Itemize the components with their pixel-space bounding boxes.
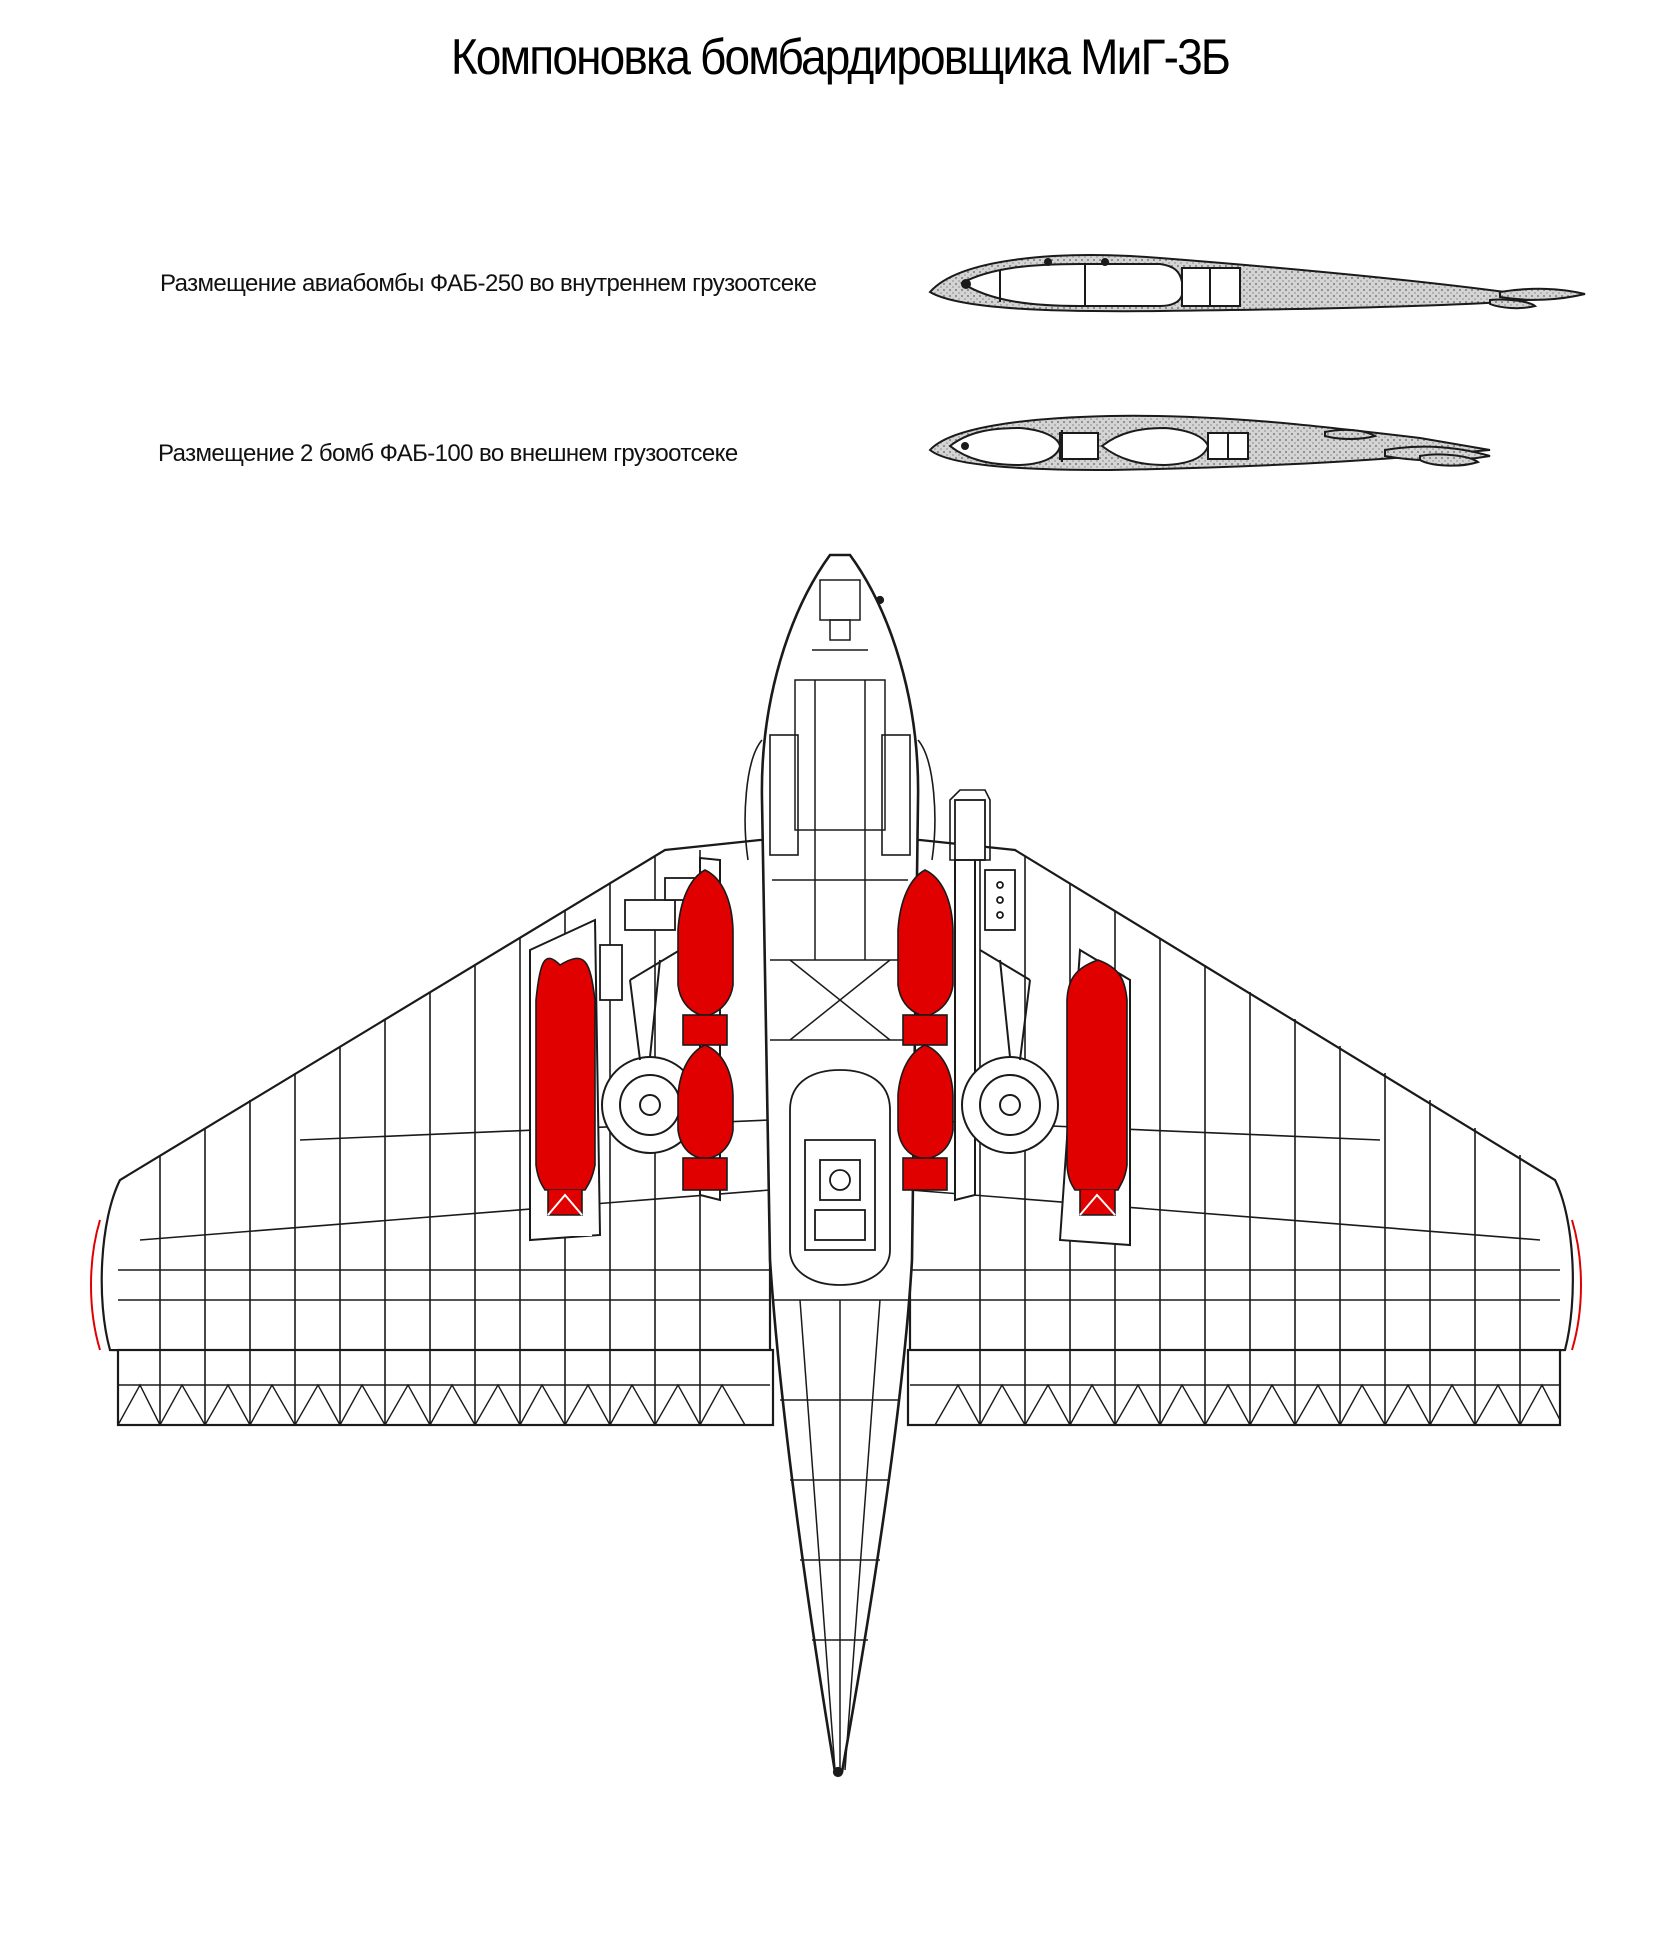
caption-internal-bay: Размещение авиабомбы ФАБ-250 во внутренн… [160,270,817,297]
fuselage [744,553,991,1774]
caption-external-bay: Размещение 2 бомб ФАБ-100 во внешнем гру… [158,440,738,467]
tail-marker [832,1766,844,1778]
bomb-fab250-left [535,957,596,1236]
bomb-fab100-left-rear [677,1044,734,1191]
flap-bracing-left [117,1383,770,1427]
diagram-title: Компоновка бомбардировщика МиГ-3Б [450,29,1231,85]
bomb-fab250-right [1066,959,1128,1236]
side-profile-external-bay [928,414,1491,472]
bomb-fab100-right-front [897,869,954,1046]
landing-gear-right [961,949,1059,1154]
bombs [535,869,1128,1236]
equipment-boxes [599,799,1016,1001]
pitot-marker [875,595,885,605]
plan-view [90,553,1582,1778]
bomb-fab100-right-rear [897,1044,954,1191]
side-profile-internal-bay [928,254,1586,313]
flap-bracing-right [910,1383,1561,1427]
bomb-fab100-left-front [677,869,734,1046]
